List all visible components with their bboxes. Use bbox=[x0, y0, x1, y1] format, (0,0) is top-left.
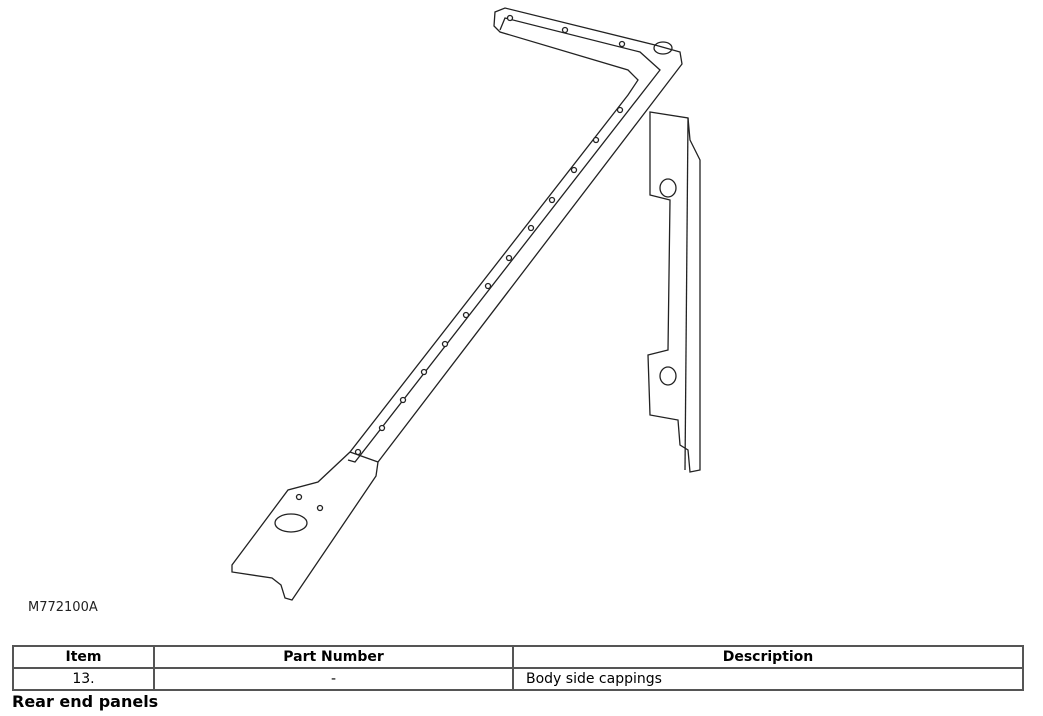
table-row: 13. - Body side cappings bbox=[12, 667, 1024, 691]
cell-part-number: - bbox=[153, 667, 514, 691]
section-heading: Rear end panels bbox=[12, 692, 159, 711]
long-capping-rail bbox=[231, 7, 683, 601]
table-header-row: Item Part Number Description bbox=[12, 645, 1024, 669]
cell-item: 13. bbox=[12, 667, 155, 691]
body-side-cappings-illustration bbox=[231, 7, 701, 601]
rail-joint bbox=[349, 451, 379, 463]
panel-hole-upper bbox=[659, 178, 677, 198]
header-item: Item bbox=[12, 645, 155, 669]
panel-hole-lower bbox=[659, 366, 677, 386]
header-description: Description bbox=[512, 645, 1024, 669]
rail-holes bbox=[295, 14, 626, 512]
header-part-number: Part Number bbox=[153, 645, 514, 669]
rail-boss bbox=[274, 513, 308, 533]
rail-fold-line bbox=[347, 17, 661, 463]
parts-table: Item Part Number Description 13. - Body … bbox=[12, 645, 1024, 691]
panel-fold-line bbox=[684, 117, 689, 471]
cell-description: Body side cappings bbox=[512, 667, 1024, 691]
figure-code: M772100A bbox=[28, 600, 98, 615]
short-capping-panel bbox=[647, 111, 701, 473]
rail-pin bbox=[653, 41, 673, 55]
